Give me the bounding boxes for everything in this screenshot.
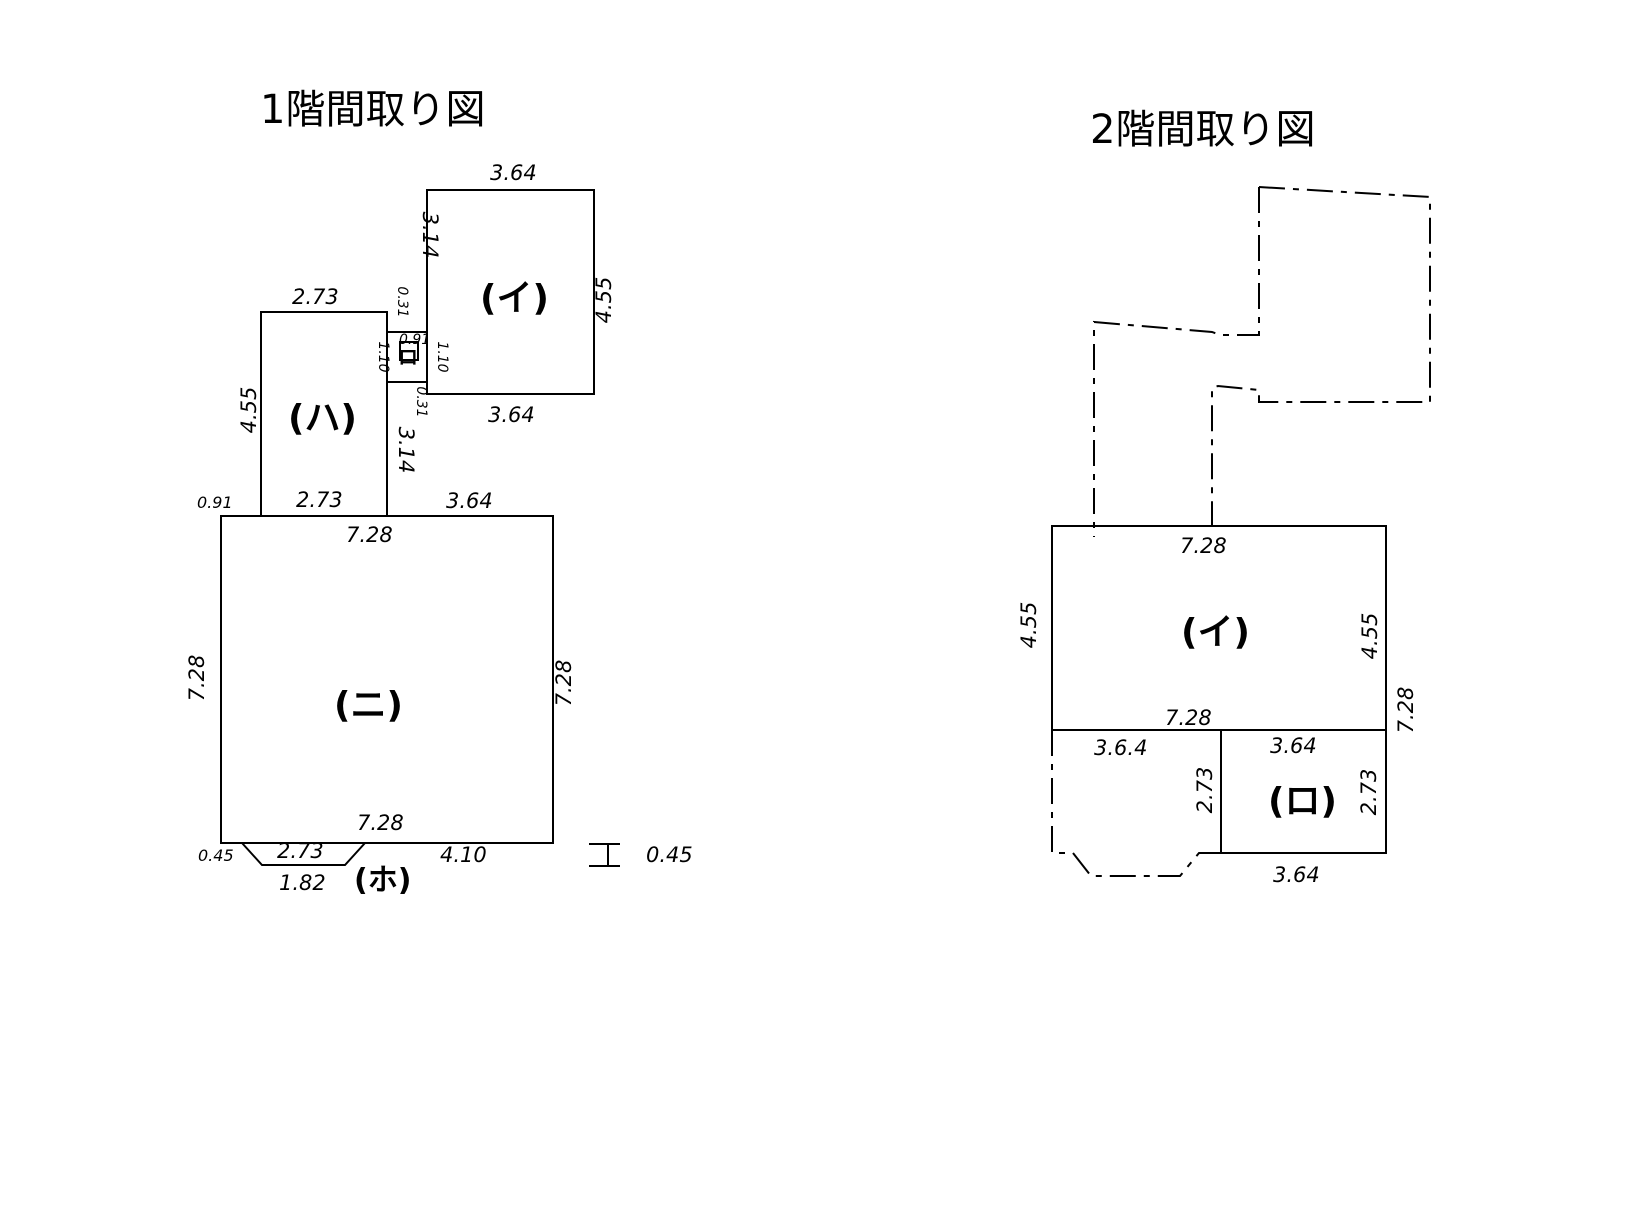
floor2-dim-ro-bottom: 3.64 bbox=[1273, 863, 1320, 887]
floor1-room-ro-box bbox=[399, 341, 419, 361]
floor1-dim-ho-045: 0.45 bbox=[198, 846, 234, 865]
floor2-dim-lower-left: 3.6.4 bbox=[1094, 736, 1147, 760]
floor1-dim-ha-bottom: 2.73 bbox=[296, 488, 343, 512]
floor1-room-ro-label: ロ bbox=[398, 345, 418, 369]
floor2-title: 2階間取り図 bbox=[1090, 107, 1315, 153]
floor1-room-ni-label: (ニ) bbox=[334, 685, 403, 726]
floor2-dim-lower-mid: 2.73 bbox=[1193, 767, 1217, 814]
floor1-dim-ni-top: 7.28 bbox=[346, 523, 393, 547]
floor2-dim-ro-top: 3.64 bbox=[1270, 734, 1317, 758]
floor2-room-ro-label: (ロ) bbox=[1268, 781, 1337, 822]
floor2-plan: 2階間取り図 (イ) (ロ) 7.28 4.55 4.55 7.28 7.28 … bbox=[1017, 107, 1431, 887]
floor2-dim-ro-right: 2.73 bbox=[1357, 769, 1381, 816]
floor1-title: 1階間取り図 bbox=[260, 87, 485, 133]
floor1-room-ni bbox=[220, 515, 554, 844]
floor2-lower-outline-left bbox=[1093, 187, 1260, 537]
floor1-dim-ha-left: 4.55 bbox=[237, 387, 261, 434]
floor2-room-i bbox=[1051, 525, 1387, 731]
floor1-room-ho-label: (ホ) bbox=[354, 863, 411, 898]
floor2-room-ro bbox=[1220, 729, 1387, 854]
floor2-room-i-label: (イ) bbox=[1181, 612, 1250, 653]
floor1-room-ha-label: (ハ) bbox=[288, 398, 357, 439]
floor1-dim-i-right: 4.55 bbox=[592, 277, 616, 324]
floor2-lower-outline-right bbox=[1211, 186, 1431, 527]
floor1-room-i bbox=[426, 189, 595, 395]
floor1-plan: 1階間取り図 (イ) (ハ) ロ (ニ) (ホ) 0.45 3.64 3.64 … bbox=[185, 87, 693, 898]
floor1-dim-i-bottom: 3.64 bbox=[488, 403, 535, 427]
floor1-dim-i-left: 3.14 bbox=[418, 212, 442, 259]
floor2-dim-top: 7.28 bbox=[1180, 534, 1227, 558]
floor1-dim-ho-top: 2.73 bbox=[277, 839, 324, 863]
floor1-dim-ho-bottom: 1.82 bbox=[279, 871, 326, 895]
floor2-lower-left-bay bbox=[1051, 730, 1221, 877]
floor1-legend-045: 0.45 bbox=[646, 843, 693, 867]
floor1-dim-ni-bottom: 7.28 bbox=[357, 811, 404, 835]
floor2-dim-mid: 7.28 bbox=[1165, 706, 1212, 730]
floor1-dim-ro-110-left: 1.10 bbox=[375, 341, 391, 372]
floor1-dim-ro-031-top: 0.31 bbox=[394, 286, 410, 317]
floor1-dim-bottom-410: 4.10 bbox=[440, 843, 487, 867]
floor2-dim-left: 4.55 bbox=[1017, 602, 1041, 649]
floor2-dim-right-inner: 4.55 bbox=[1358, 613, 1382, 660]
floor1-dim-ha-right: 3.14 bbox=[394, 427, 418, 474]
floor1-dim-ro-091: 0.91 bbox=[399, 332, 430, 348]
floor1-dim-ro-110-right: 1.10 bbox=[434, 341, 450, 372]
floor1-dim-ha-top: 2.73 bbox=[292, 285, 339, 309]
floor2-dim-right-outer: 7.28 bbox=[1394, 687, 1418, 734]
floor1-room-i-label: (イ) bbox=[480, 278, 549, 319]
floor1-dim-ni-left: 7.28 bbox=[185, 655, 209, 702]
floor1-room-ho-bay bbox=[241, 842, 366, 866]
floor1-dim-left-091: 0.91 bbox=[197, 493, 233, 512]
floor1-dim-ni-right: 7.28 bbox=[552, 660, 576, 707]
floor1-dim-ro-031-bottom: 0.31 bbox=[413, 386, 429, 417]
floor1-dim-i-top: 3.64 bbox=[490, 161, 537, 185]
floor1-dim-top-right-364: 3.64 bbox=[446, 489, 493, 513]
